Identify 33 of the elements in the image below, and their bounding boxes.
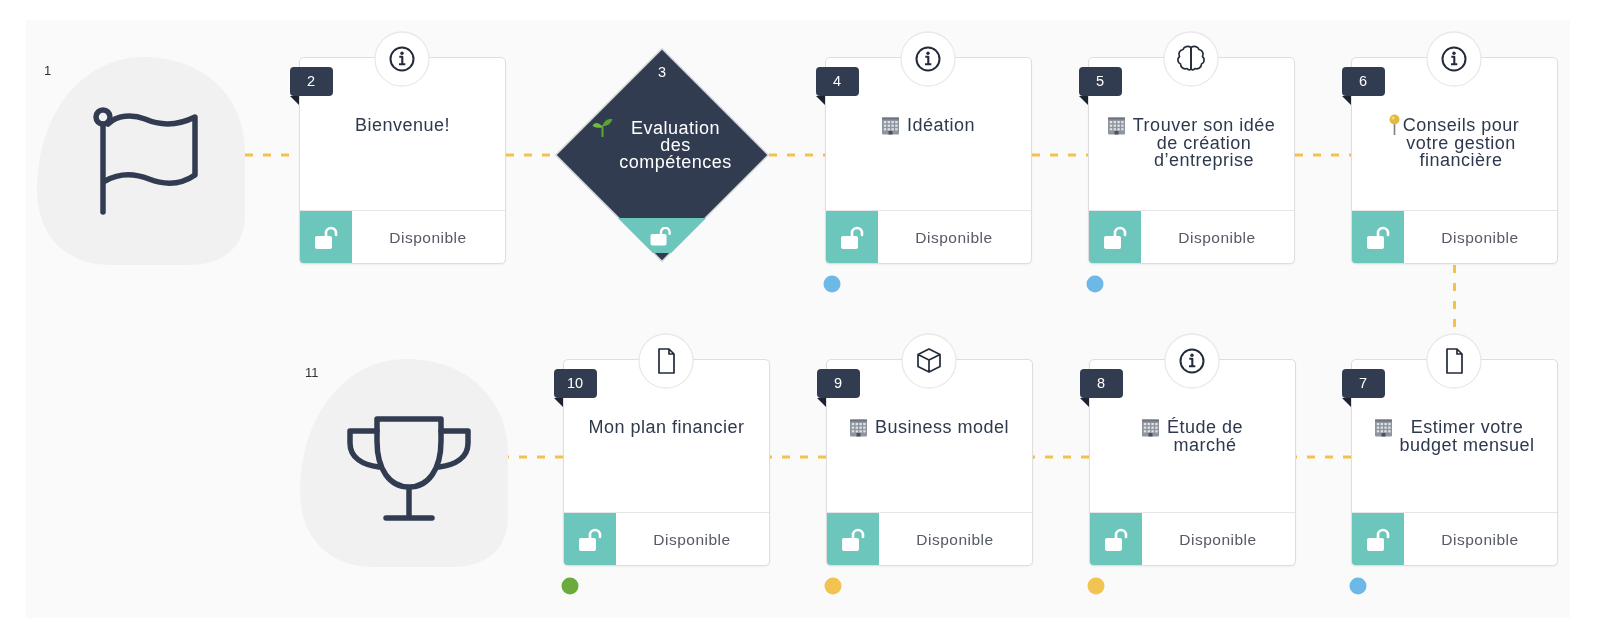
dashed-connector: [1032, 153, 1088, 157]
dashed-connector: [770, 455, 826, 459]
dashed-connector: [769, 153, 825, 157]
step-number: 1: [44, 63, 52, 78]
status-label: Disponible: [1178, 228, 1256, 247]
status-label: Disponible: [1441, 530, 1519, 549]
step-number: 11: [305, 365, 319, 380]
dashed-connector: [1295, 153, 1351, 157]
step-number-tag: 4: [815, 66, 859, 105]
step-number-tag: 8: [1079, 368, 1123, 407]
step-number: 3: [657, 64, 667, 80]
status-label: Disponible: [915, 228, 993, 247]
step-title: Conseils pour votre gestion financière: [1402, 117, 1520, 170]
step-number-tag: 5: [1078, 66, 1122, 105]
step-number-tag: 6: [1341, 66, 1385, 105]
step-title: Estimer votre budget mensuel: [1398, 419, 1536, 454]
step-title: Mon plan financier: [587, 419, 746, 437]
step-number-tag: 2: [289, 66, 333, 105]
step-number-tag: 7: [1341, 368, 1385, 407]
status-label: Disponible: [389, 228, 467, 247]
step-title: Business model: [874, 419, 1010, 437]
dashed-connector: [1033, 455, 1089, 459]
step-number-tag: 10: [553, 368, 597, 407]
step-title: Trouver son idée de création d’entreprise: [1132, 117, 1276, 170]
step-title: Bienvenue!: [354, 117, 451, 135]
step-number-tag: 9: [816, 368, 860, 407]
step-title: Evaluation des compétences: [618, 120, 733, 171]
step-title: Idéation: [906, 117, 976, 135]
step-title: Étude de marché: [1166, 419, 1244, 454]
status-label: Disponible: [653, 530, 731, 549]
status-label: Disponible: [1441, 228, 1519, 247]
status-label: Disponible: [1179, 530, 1257, 549]
status-label: Disponible: [916, 530, 994, 549]
